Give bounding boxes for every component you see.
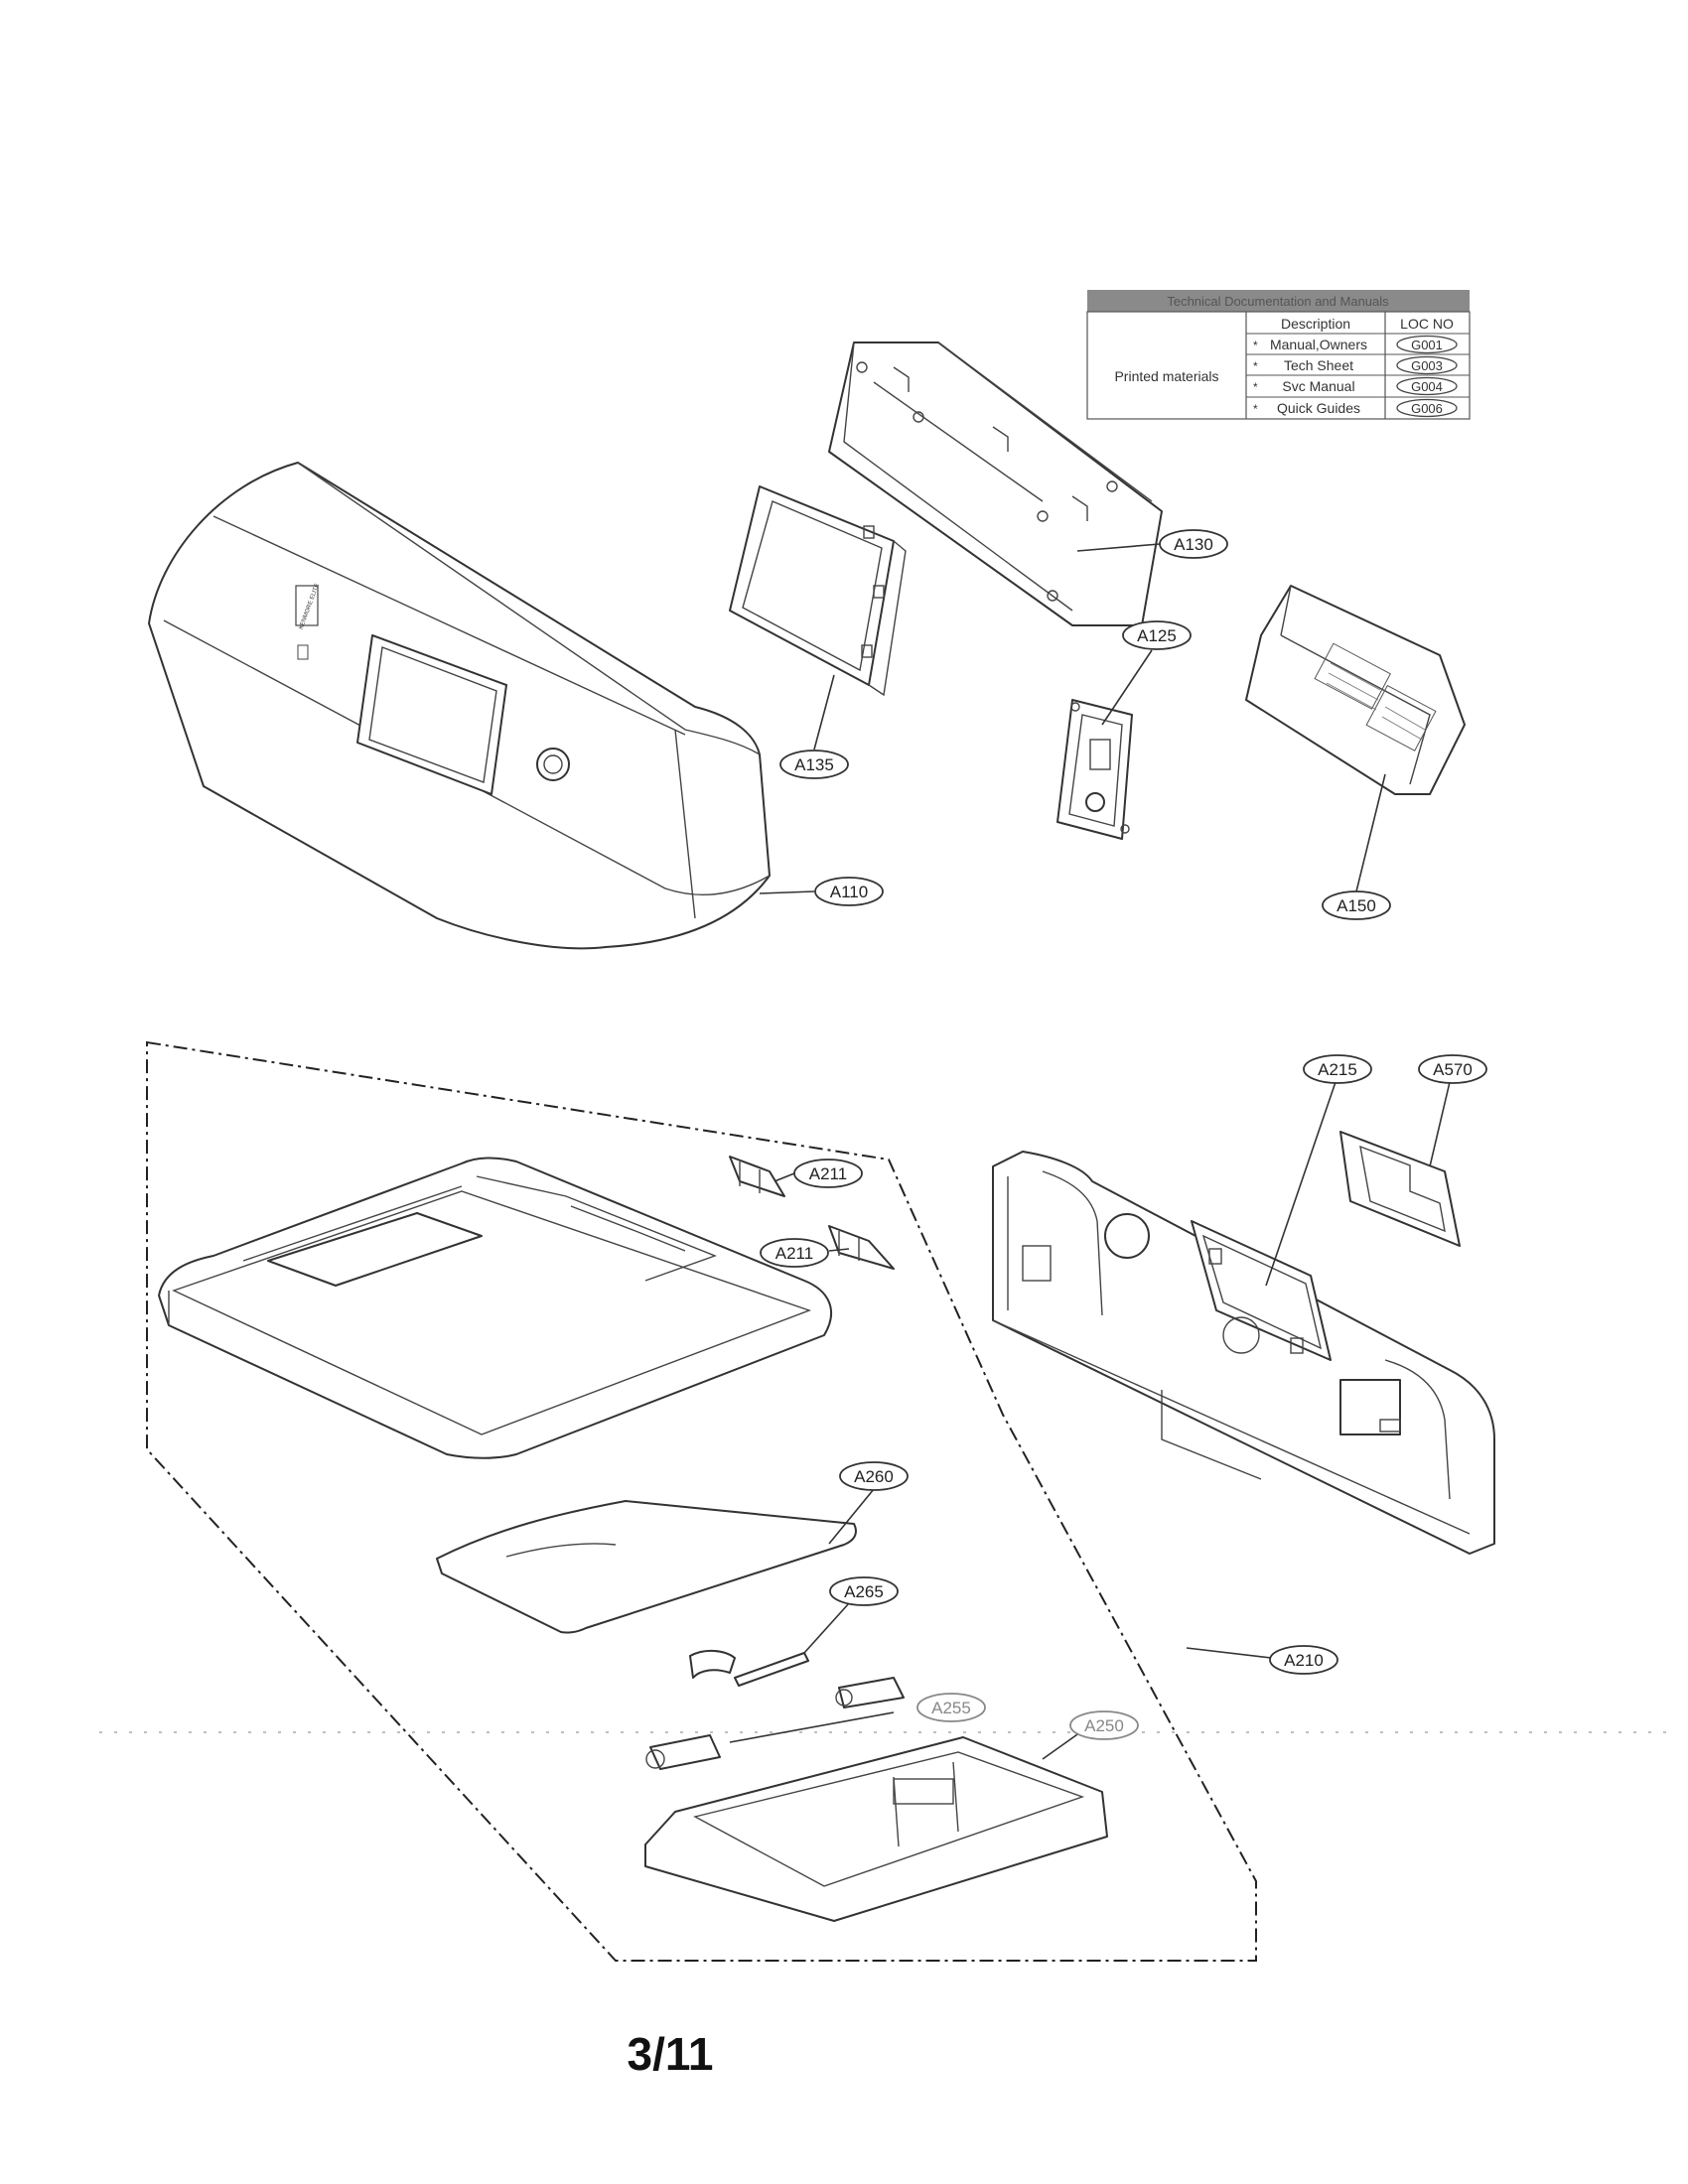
- callout-a211-lower-label: A211: [775, 1244, 813, 1263]
- callout-a110: A110: [814, 877, 884, 906]
- table-row-loc: G004: [1411, 379, 1443, 394]
- callout-a130: A130: [1159, 529, 1228, 559]
- display-pcb-part: [729, 485, 907, 697]
- callout-a210: A210: [1269, 1645, 1338, 1675]
- table-row-desc: Quick Guides: [1277, 400, 1360, 416]
- table-row-desc: Svc Manual: [1282, 378, 1354, 394]
- callout-a211-upper-label: A211: [809, 1164, 847, 1183]
- panel-rear-recess: [1339, 1379, 1401, 1435]
- callout-a265: A265: [829, 1576, 899, 1606]
- control-panel-part: KENMORE ELITE: [148, 462, 771, 950]
- callout-a215: A215: [1303, 1054, 1372, 1084]
- callout-a260: A260: [839, 1461, 909, 1491]
- lid-frame-part: [158, 1157, 833, 1459]
- dispenser-cover-part: [1245, 585, 1466, 795]
- callout-a215-label: A215: [1318, 1060, 1357, 1079]
- table-row-loc: G003: [1411, 358, 1443, 373]
- table-row-desc: Manual,Owners: [1270, 337, 1367, 352]
- callout-a255-label: A255: [931, 1699, 971, 1717]
- table-header-title: Technical Documentation and Manuals: [1167, 294, 1389, 309]
- callout-a255: A255: [916, 1693, 986, 1722]
- svg-text:*: *: [1253, 339, 1258, 352]
- callout-a150-label: A150: [1336, 896, 1376, 915]
- callout-a250-label: A250: [1084, 1716, 1124, 1735]
- callout-a211-lower: A211: [760, 1238, 829, 1268]
- printed-materials-table: Technical Documentation and Manuals Prin…: [1086, 290, 1471, 420]
- svg-text:*: *: [1253, 359, 1258, 373]
- callout-a150: A150: [1322, 890, 1391, 920]
- power-knob: [536, 748, 570, 781]
- cover-part: [1339, 1131, 1461, 1247]
- callout-a260-label: A260: [854, 1467, 894, 1486]
- lid-window-cutout: [267, 1212, 483, 1287]
- callout-a110-label: A110: [830, 883, 868, 901]
- handle-pin-part: [689, 1650, 809, 1687]
- leader-lines: [729, 543, 1451, 1760]
- page-number: 3/11: [628, 2028, 714, 2080]
- callout-a135: A135: [779, 750, 849, 779]
- svg-text:*: *: [1253, 380, 1258, 394]
- hinge-part-upper: [729, 1156, 785, 1197]
- lid-frame-lower-part: [644, 1736, 1108, 1922]
- callout-a135-label: A135: [794, 755, 834, 774]
- callout-a125-label: A125: [1137, 626, 1177, 645]
- callout-a210-label: A210: [1284, 1651, 1324, 1670]
- display-window: [356, 634, 507, 795]
- callout-a211-upper: A211: [793, 1159, 863, 1188]
- lid-assembly-group-border: [146, 1040, 1257, 1962]
- table-col-loc: LOC NO: [1400, 316, 1454, 332]
- table-group-label: Printed materials: [1114, 368, 1218, 384]
- callout-a125: A125: [1122, 620, 1192, 650]
- switch-bracket-part: [1056, 699, 1133, 840]
- control-board-housing-part: [828, 341, 1163, 626]
- callout-a570-label: A570: [1433, 1060, 1473, 1079]
- table-row-loc: G006: [1411, 401, 1443, 416]
- table-row-loc: G001: [1411, 338, 1443, 352]
- brand-logo: KENMORE ELITE: [295, 583, 321, 630]
- callout-a570: A570: [1418, 1054, 1487, 1084]
- callout-a130-label: A130: [1174, 535, 1213, 554]
- hinge-pin-part-left: [645, 1734, 721, 1770]
- hinge-part-lower: [828, 1225, 895, 1270]
- table-row-desc: Tech Sheet: [1284, 357, 1353, 373]
- table-col-description: Description: [1281, 316, 1350, 332]
- panel-rear-hole: [1104, 1213, 1150, 1259]
- hinge-pin-part-right: [835, 1677, 905, 1708]
- lid-glass-part: [436, 1500, 857, 1634]
- callout-a265-label: A265: [844, 1582, 884, 1601]
- callout-a250: A250: [1069, 1710, 1139, 1740]
- svg-text:*: *: [1253, 402, 1258, 416]
- table-header-bar: [1087, 290, 1470, 312]
